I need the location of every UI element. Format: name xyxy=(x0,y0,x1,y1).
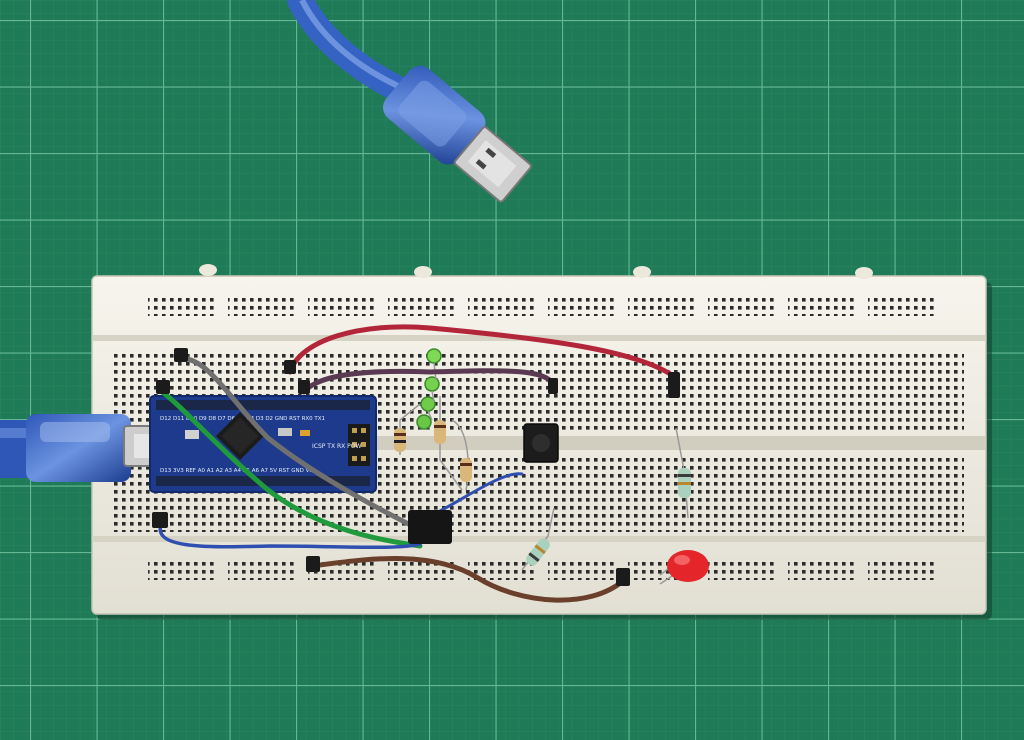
wire-brown xyxy=(309,556,627,603)
wire-red xyxy=(287,324,679,381)
usb-cable-top xyxy=(287,0,532,203)
nano-pin-labels-bottom: D13 3V3 REF A0 A1 A2 A3 A4 A5 A6 A7 5V R… xyxy=(160,468,315,474)
wire-connectors xyxy=(152,348,680,586)
power-rail-top xyxy=(148,294,934,316)
nano-marking: ICSP TX RX POW xyxy=(312,443,362,450)
arduino-nano: D12 D11 D10 D9 D8 D7 D6 D5 D4 D3 D2 GND … xyxy=(149,395,377,493)
wire-blue xyxy=(158,520,422,550)
push-button xyxy=(523,423,559,463)
wire-purple xyxy=(301,368,557,395)
red-led xyxy=(659,550,709,585)
wire-green xyxy=(159,389,423,549)
resistors xyxy=(394,396,691,571)
jumper-wires xyxy=(158,324,679,603)
green-leds xyxy=(416,348,442,430)
wire-grey xyxy=(179,355,443,543)
